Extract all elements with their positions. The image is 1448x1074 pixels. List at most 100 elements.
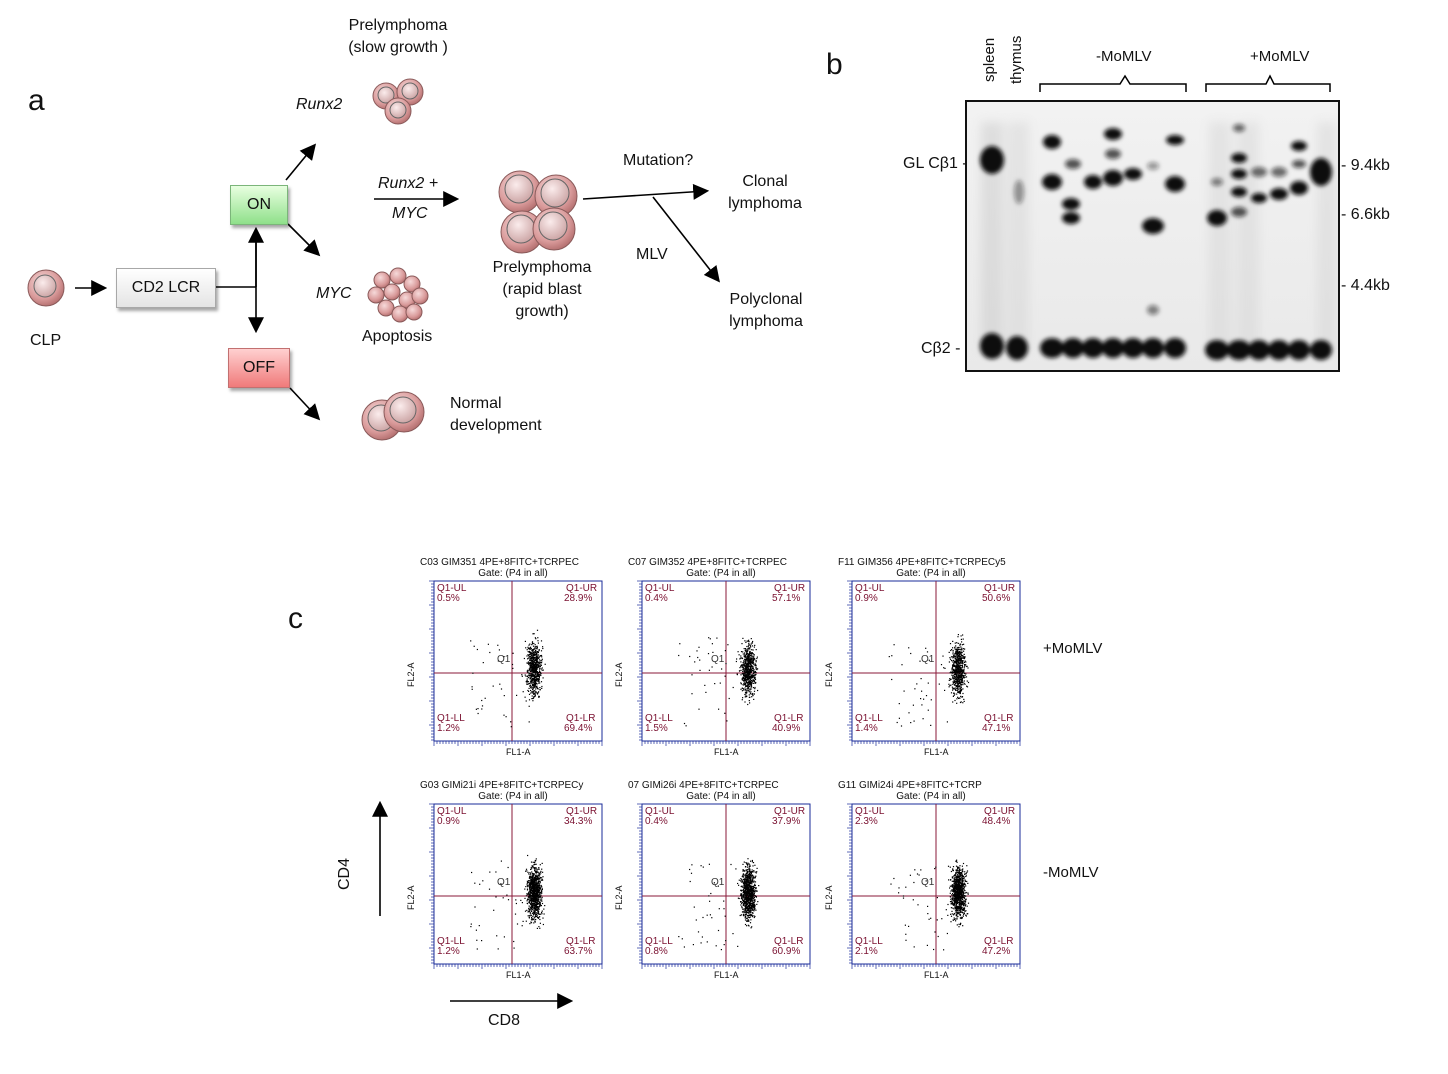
prelymphoma-rapid-line2: (rapid blast bbox=[502, 281, 582, 298]
cd8-axis-label: CD8 bbox=[488, 1012, 521, 1029]
quadrant-ur-label: Q1-UR bbox=[984, 583, 1016, 594]
marker-4-4kb: - 4.4kb bbox=[1341, 277, 1390, 294]
quadrant-ll-label: Q1-LL bbox=[645, 713, 673, 724]
quadrant-ur-label: Q1-UR bbox=[774, 806, 806, 817]
quadrant-ul-label: Q1-UL bbox=[437, 806, 467, 817]
southern-blot-image bbox=[965, 100, 1340, 372]
facs-gate: Gate: (P4 in all) bbox=[686, 791, 756, 802]
panel-b-letter: b bbox=[826, 48, 843, 81]
cd2-lcr-label: CD2 LCR bbox=[131, 279, 201, 296]
prelymphoma-slow-title: Prelymphoma (slow growth ) bbox=[336, 15, 460, 59]
facs-y-axis-label: FL2-A bbox=[406, 662, 416, 687]
facs-x-axis-label: FL1-A bbox=[924, 747, 949, 757]
quadrant-ll-value: 1.4% bbox=[855, 723, 878, 734]
quadrant-ll-label: Q1-LL bbox=[855, 713, 883, 724]
prelymphoma-slow-line1: Prelymphoma bbox=[348, 17, 448, 34]
panel-a-letter: a bbox=[28, 84, 45, 117]
quadrant-ul-label: Q1-UL bbox=[645, 806, 675, 817]
quadrant-ur-label: Q1-UR bbox=[566, 583, 598, 594]
prelymphoma-rapid-line1: Prelymphoma bbox=[492, 259, 592, 276]
facs-gate: Gate: (P4 in all) bbox=[686, 568, 756, 579]
marker-9-4kb: - 9.4kb bbox=[1341, 157, 1390, 174]
quadrant-center-label: Q1 bbox=[711, 877, 725, 888]
quadrant-ul-label: Q1-UL bbox=[855, 583, 885, 594]
axis-arrows bbox=[372, 800, 574, 1009]
quadrant-ll-value: 1.5% bbox=[645, 723, 668, 734]
facs-y-axis-label: FL2-A bbox=[824, 885, 834, 910]
quadrant-ll-value: 1.2% bbox=[437, 723, 460, 734]
group-brackets bbox=[1039, 74, 1331, 92]
clp-label: CLP bbox=[30, 332, 62, 349]
quadrant-lr-value: 63.7% bbox=[564, 946, 593, 957]
off-box: OFF bbox=[228, 348, 290, 388]
prelymphoma-rapid-cells-icon bbox=[498, 170, 578, 254]
facs-title: F11 GIM356 4PE+8FITC+TCRPECy5 bbox=[838, 557, 1006, 568]
quadrant-center-label: Q1 bbox=[921, 654, 935, 665]
quadrant-lr-label: Q1-LR bbox=[774, 936, 804, 947]
quadrant-ul-value: 0.4% bbox=[645, 593, 668, 604]
prelymphoma-rapid-title: Prelymphoma (rapid blast growth) bbox=[480, 257, 604, 323]
quadrant-center-label: Q1 bbox=[921, 877, 935, 888]
facs-x-axis-label: FL1-A bbox=[714, 970, 739, 980]
quadrant-lr-label: Q1-LR bbox=[566, 936, 596, 947]
facs-title: 07 GIMi26i 4PE+8FITC+TCRPEC bbox=[628, 780, 779, 791]
facs-plot-area bbox=[637, 580, 811, 746]
on-box: ON bbox=[230, 185, 288, 225]
quadrant-ul-value: 0.9% bbox=[437, 816, 460, 827]
quadrant-ll-label: Q1-LL bbox=[437, 936, 465, 947]
cb2-label: Cβ2 - bbox=[921, 340, 961, 357]
off-label: OFF bbox=[243, 359, 275, 376]
facs-gate: Gate: (P4 in all) bbox=[478, 568, 548, 579]
facs-y-axis-label: FL2-A bbox=[406, 885, 416, 910]
prelymphoma-rapid-line3: growth) bbox=[515, 303, 569, 320]
marker-6-6kb: - 6.6kb bbox=[1341, 206, 1390, 223]
quadrant-center-label: Q1 bbox=[497, 654, 511, 665]
quadrant-ll-label: Q1-LL bbox=[645, 936, 673, 947]
facs-plot-area bbox=[637, 803, 811, 969]
mutation-label: Mutation? bbox=[623, 152, 694, 169]
facs-plot-area bbox=[429, 580, 603, 746]
facs-y-axis-label: FL2-A bbox=[824, 662, 834, 687]
quadrant-ur-label: Q1-UR bbox=[566, 806, 598, 817]
polyclonal-line2: lymphoma bbox=[729, 313, 803, 330]
quadrant-ul-label: Q1-UL bbox=[645, 583, 675, 594]
quadrant-ul-value: 0.4% bbox=[645, 816, 668, 827]
prelymphoma-slow-cells-icon bbox=[372, 78, 424, 125]
quadrant-ur-value: 48.4% bbox=[982, 816, 1011, 827]
cd2-lcr-box: CD2 LCR bbox=[116, 268, 216, 308]
clp-cell-icon bbox=[27, 269, 65, 307]
facs-title: C07 GIM352 4PE+8FITC+TCRPEC bbox=[628, 557, 787, 568]
normal-cells-icon bbox=[361, 391, 425, 441]
facs-gate: Gate: (P4 in all) bbox=[896, 791, 966, 802]
facs-x-axis-label: FL1-A bbox=[506, 970, 531, 980]
quadrant-lr-value: 40.9% bbox=[772, 723, 801, 734]
lane-spleen-label: spleen bbox=[981, 37, 998, 82]
lane-thymus-label: thymus bbox=[1008, 35, 1025, 84]
quadrant-center-label: Q1 bbox=[711, 654, 725, 665]
cd4-axis-label: CD4 bbox=[336, 857, 353, 890]
quadrant-lr-label: Q1-LR bbox=[984, 936, 1014, 947]
row-plus-label: +MoMLV bbox=[1043, 640, 1103, 657]
quadrant-ur-value: 37.9% bbox=[772, 816, 801, 827]
facs-plot-area bbox=[847, 803, 1021, 969]
facs-title: C03 GIM351 4PE+8FITC+TCRPEC bbox=[420, 557, 579, 568]
facs-x-axis-label: FL1-A bbox=[714, 747, 739, 757]
quadrant-ul-value: 0.9% bbox=[855, 593, 878, 604]
quadrant-ul-label: Q1-UL bbox=[437, 583, 467, 594]
quadrant-ll-value: 1.2% bbox=[437, 946, 460, 957]
quadrant-lr-value: 47.2% bbox=[982, 946, 1011, 957]
row-minus-label: -MoMLV bbox=[1043, 864, 1099, 881]
quadrant-ur-value: 57.1% bbox=[772, 593, 801, 604]
quadrant-lr-value: 47.1% bbox=[982, 723, 1011, 734]
facs-y-axis-label: FL2-A bbox=[614, 662, 624, 687]
clonal-lymphoma-label: Clonal lymphoma bbox=[722, 171, 808, 215]
quadrant-ul-label: Q1-UL bbox=[855, 806, 885, 817]
apoptosis-cluster-icon bbox=[367, 267, 429, 323]
normal-development-label: Normal development bbox=[450, 393, 542, 437]
blot-bands bbox=[967, 102, 1338, 370]
quadrant-ur-label: Q1-UR bbox=[774, 583, 806, 594]
